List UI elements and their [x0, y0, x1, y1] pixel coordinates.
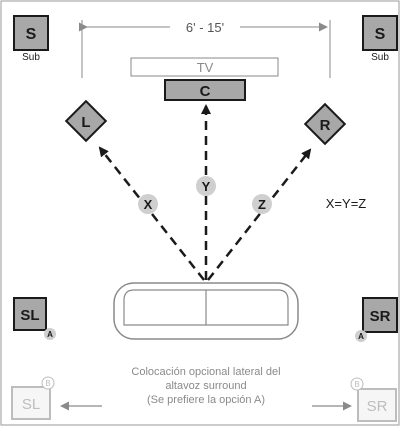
distance-arrows [98, 104, 312, 281]
subwoofer-left: S Sub [13, 15, 49, 63]
surround-left-option-b: SL B [11, 376, 55, 420]
option-b-badge: B [354, 380, 359, 389]
subwoofer-left-letter: S [26, 26, 37, 43]
surround-left-option-a: SL A [13, 297, 56, 340]
center-speaker: C [164, 79, 246, 101]
surround-right-b-letter: SR [367, 398, 388, 415]
distance-equation: X=Y=Z [326, 196, 367, 211]
front-left-speaker-label: L [81, 114, 90, 131]
distance-label-z: Z [252, 194, 272, 214]
tv-label: TV [197, 60, 214, 75]
tv: TV [130, 57, 279, 77]
surround-left-b-letter: SL [22, 396, 40, 413]
note-line-3: (Se prefiere la opción A) [146, 394, 265, 406]
center-speaker-label: C [200, 83, 211, 100]
note-line-2: altavoz surround [165, 380, 247, 392]
surround-right-option-b: SR B [350, 377, 397, 422]
dimension-label: 6' - 15' [186, 20, 224, 35]
surround-right-a-letter: SR [370, 308, 391, 325]
front-right-speaker: R [303, 102, 347, 146]
surround-right-option-a: SR A [355, 297, 398, 342]
subwoofer-right-letter: S [375, 26, 386, 43]
option-a-badge: A [358, 332, 364, 341]
svg-text:Z: Z [258, 197, 266, 212]
distance-label-y: Y [196, 176, 216, 196]
front-right-speaker-label: R [320, 117, 331, 134]
subwoofer-right-caption: Sub [371, 52, 389, 63]
arrow-to-right [207, 148, 312, 281]
option-b-badge: B [45, 379, 50, 388]
subwoofer-left-caption: Sub [22, 52, 40, 63]
subwoofer-right: S Sub [362, 15, 398, 63]
note-line-1: Colocación opcional lateral del [131, 366, 281, 378]
front-left-speaker: L [64, 99, 108, 143]
option-a-badge: A [47, 330, 53, 339]
sofa [113, 282, 299, 340]
dimension-line: 6' - 15' [79, 20, 331, 78]
surround-placement-note: Colocación opcional lateral del altavoz … [104, 365, 308, 407]
svg-text:X: X [144, 197, 153, 212]
distance-label-x: X [138, 194, 158, 214]
arrow-to-left [98, 146, 205, 281]
svg-text:Y: Y [202, 179, 211, 194]
surround-left-a-letter: SL [20, 307, 39, 324]
